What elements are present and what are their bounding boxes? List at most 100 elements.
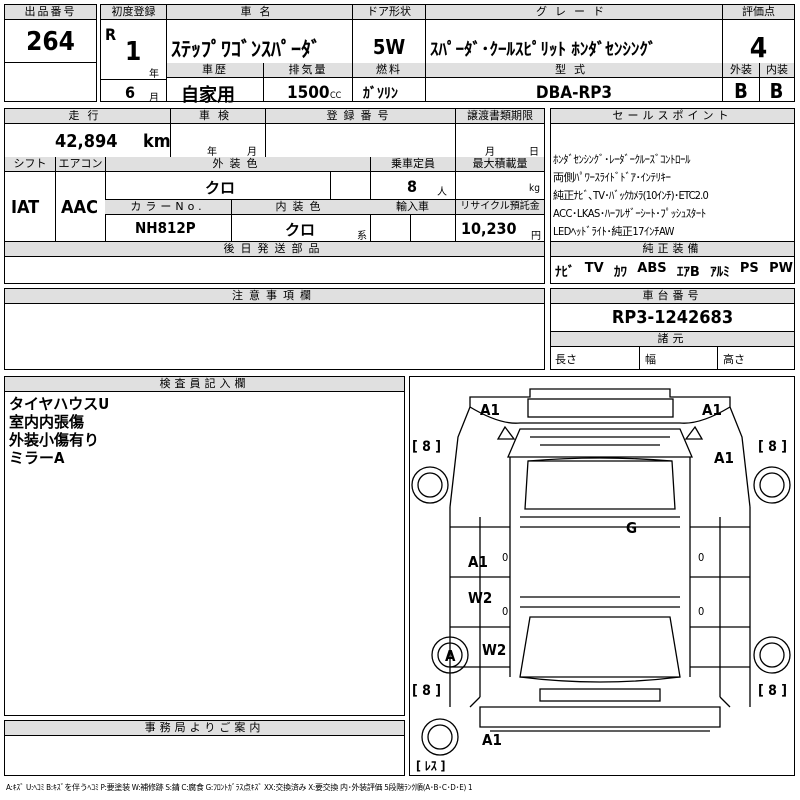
sales-line: ﾎﾝﾀﾞｾﾝｼﾝｸﾞ･ﾚｰﾀﾞｰｸﾙｰｽﾞｺﾝﾄﾛｰﾙ [553,153,691,166]
inspection-label: 車検 [170,109,265,124]
exterior-color-label: 外装色 [105,157,370,172]
model: DBA-RP3 [535,83,613,103]
import-label: 輸入車 [370,200,455,215]
equipment-item: PS [739,261,759,276]
tread-front-right: [ 8 ] [758,439,788,455]
history-label: 車歴 [167,63,263,78]
tread-rear-left: [ 8 ] [412,683,442,699]
spare-wheel [421,718,459,756]
interior-color: クロ [285,221,316,239]
front-outline [449,406,751,508]
zero-right-2: 0 [698,605,705,618]
zero-right-1: 0 [698,551,705,564]
mark-left-rear-wheel: A [445,647,456,665]
inspector-label: 検査員記入欄 [5,377,404,392]
inspector-note: タイヤハウスU [9,395,110,413]
displacement-unit: CC [330,91,342,101]
rear-glass-curve [519,676,681,683]
capacity: 8 [407,177,418,196]
insp-month-unit: 月 [247,147,257,158]
max-load-label: 最大積載量 [455,157,544,172]
rear-license [539,688,661,702]
model-label: 型式 [426,63,722,78]
inspector-note: ミラーA [9,449,65,467]
recycle-fee: 10,230 [461,219,517,238]
interior-score-label: 内装 [759,63,794,78]
zero-left-2: 0 [502,605,509,618]
car-name: ｽﾃｯﾌﾟﾜｺﾞﾝｽﾊﾟｰﾀﾞ [171,37,321,61]
reg-number-label: 登録番号 [265,109,455,124]
car-diagram [411,388,791,756]
tread-front-left: [ 8 ] [412,439,442,455]
left-door-lines [450,526,510,668]
first-registration-box: 初度登録 R 1 年 6 月 [100,4,167,104]
rear-bumper [479,706,721,728]
grade-box: グレード ｽﾊﾟｰﾀﾞ･ｸｰﾙｽﾋﾟﾘｯﾄ ﾎﾝﾀﾞｾﾝｼﾝｸﾞ 型式 DBA-… [425,4,723,103]
right-side-panel [719,507,751,707]
mileage-label: 走行 [5,109,170,124]
equipment-item: ﾅﾋﾞ [555,265,575,280]
front-right-wheel-inner [759,472,785,498]
sales-line: ACC･LKAS･ﾊｰﾌﾚｻﾞｰｼｰﾄ･ﾌﾟｯｼｭｽﾀｰﾄ [553,207,706,220]
sales-line: 両側ﾊﾟﾜｰｽﾗｲﾄﾞﾄﾞｱ･ｲﾝﾃﾘｷｰ [553,171,671,184]
rear-window [519,616,681,678]
transfer-label: 譲渡書類期限 [455,109,544,124]
left-mirror [496,425,516,440]
mileage-unit: km [143,131,171,152]
details-box: 走行 車検 登録番号 譲渡書類期限 42,894 km 年 月 月 日 シフト … [4,108,545,284]
equipment-item: ｶﾜ [614,265,627,280]
color-number: NH812P [135,219,196,237]
sales-line: LEDﾍｯﾄﾞﾗｲﾄ･純正17ｲﾝﾁAW [553,225,674,238]
windshield [507,428,693,458]
transfer-month-unit: 月 [485,147,495,158]
score-label: 評価点 [723,5,794,20]
chassis-number: RP3-1242683 [611,307,734,328]
spare-wheel-inner [427,724,453,750]
fuel: ｶﾞｿﾘﾝ [363,86,398,102]
era: R [105,25,117,44]
interior-color-unit: 系 [357,231,367,242]
inspector-note: 外装小傷有り [9,431,100,449]
interior-score: B [769,79,784,103]
lot-number: 264 [26,27,75,57]
capacity-unit: 人 [437,187,447,198]
mark-left-mid: W2 [468,589,493,607]
rear-left-wheel-inner [437,642,463,668]
equipment-item: TV [584,261,604,276]
exterior-score: B [734,79,748,103]
length-label: 長さ [555,353,577,366]
displacement-label: 排気量 [263,63,352,78]
zero-left-1: 0 [502,551,509,564]
score-box: 評価点 4 外装 内装 B B [722,4,795,103]
sales-line: 純正ﾅﾋﾞ､TV･ﾊﾞｯｸｶﾒﾗ(10ｲﾝﾁ)･ETC2.0 [553,189,709,202]
grade-label: グレード [426,5,722,20]
interior-color-label: 内装色 [231,200,370,215]
fuel-label: 燃料 [353,63,425,78]
equipment-item: ｴｱB [676,265,700,280]
inspector-box: 検査員記入欄 タイヤハウスU 室内内張傷 外装小傷有り ミラーA [4,376,405,716]
right-mirror [684,425,704,440]
left-side-panel [449,507,481,707]
roof [524,460,676,510]
mark-rear-bumper: A1 [482,731,502,749]
exterior-score-label: 外装 [723,63,759,78]
score: 4 [749,31,768,64]
recycle-label: リサイクル預託金 [455,200,544,215]
grade: ｽﾊﾟｰﾀﾞ･ｸｰﾙｽﾋﾟﾘｯﾄ ﾎﾝﾀﾞｾﾝｼﾝｸﾞ [430,40,657,60]
reg-year: 1 [125,37,142,67]
front-hood [469,406,731,424]
caution-label: 注意事項欄 [5,289,544,304]
tread-spare: [ ﾚｽ ] [416,759,446,773]
mark-front-right: A1 [702,401,722,419]
displacement: 1500 [287,83,330,103]
sales-point-box: セールスポイント ﾎﾝﾀﾞｾﾝｼﾝｸﾞ･ﾚｰﾀﾞｰｸﾙｰｽﾞｺﾝﾄﾛｰﾙ 両側ﾊ… [550,108,795,284]
mark-left-rear-panel: W2 [482,641,507,659]
office-label: 事務局よりご案内 [5,721,404,736]
max-load-unit: kg [529,183,540,194]
equipment-item: ｱﾙﾐ [710,265,730,280]
car-name-box: 車名 ｽﾃｯﾌﾟﾜｺﾞﾝｽﾊﾟｰﾀﾞ 車歴 排気量 自家用 1500 CC [166,4,353,106]
sales-point-label: セールスポイント [551,109,794,124]
legend: A:ｷｽﾞ U:ﾍｺﾐ B:ｷｽﾞを伴うﾍｺﾐ P:要塗装 W:補修跡 S:錆 … [6,783,473,792]
front-grille [527,398,674,418]
ac-label: エアコン [55,157,105,172]
